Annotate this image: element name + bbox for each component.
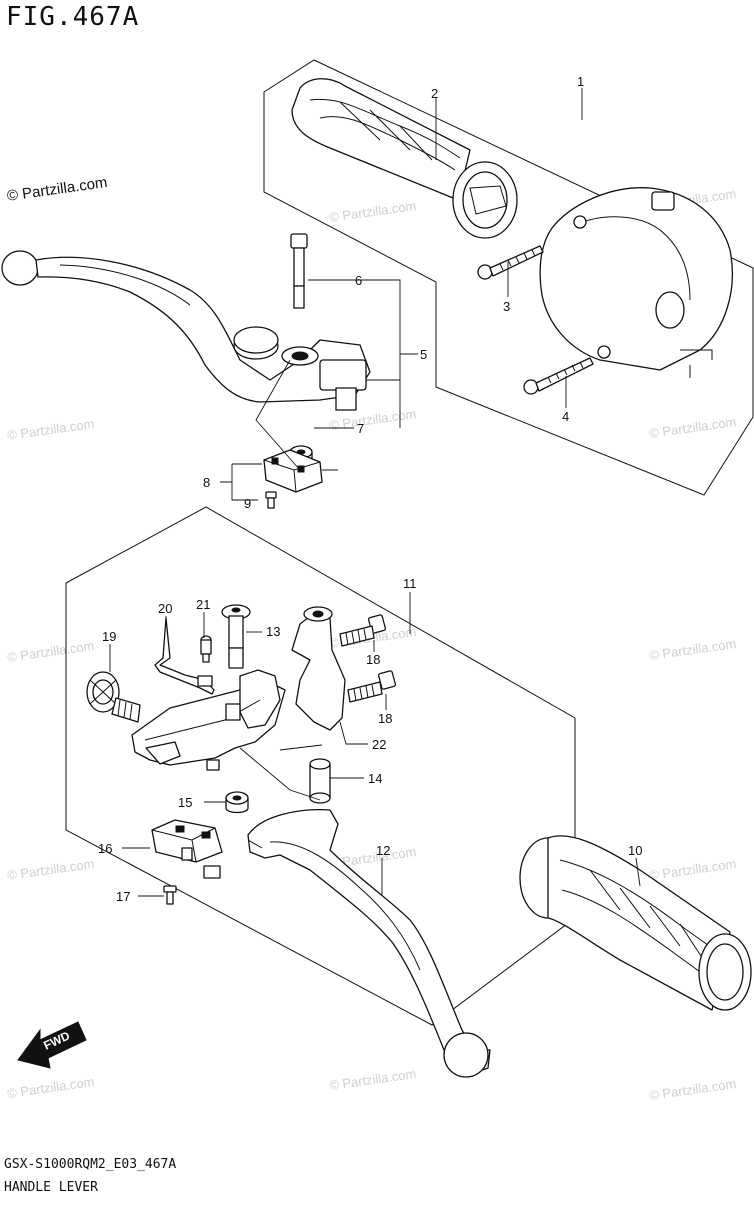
callout-21: 21: [196, 597, 210, 612]
leader-lines: [109, 88, 641, 897]
clamp-bolt-18a: [339, 614, 387, 647]
callout-5: 5: [420, 347, 427, 362]
callout-12: 12: [376, 843, 390, 858]
small-bolt-21: [200, 635, 212, 663]
pivot-bolt-6: [290, 233, 308, 309]
callout-2: 2: [431, 86, 438, 101]
watermark: © Partzilla.com: [6, 416, 95, 443]
callout-18a: 18: [366, 652, 380, 667]
clamp-bolt-18b: [347, 670, 397, 703]
watermark: © Partzilla.com: [6, 638, 95, 665]
brake-switch-8: [263, 449, 338, 493]
callout-13: 13: [266, 624, 280, 639]
callout-9: 9: [244, 496, 251, 511]
watermark: © Partzilla.com: [6, 1074, 95, 1101]
figure-subtitle: HANDLE LEVER: [4, 1180, 98, 1195]
callout-4: 4: [562, 409, 569, 424]
watermark: © Partzilla.com: [328, 1066, 417, 1093]
screw-3: [477, 245, 544, 280]
watermark: © Partzilla.com: [648, 636, 737, 663]
callout-17: 17: [116, 889, 130, 904]
callout-6: 6: [355, 273, 362, 288]
lever-body: [131, 669, 286, 771]
callout-1: 1: [577, 74, 584, 89]
callout-3: 3: [503, 299, 510, 314]
watermark: © Partzilla.com: [648, 414, 737, 441]
figure-title: FIG.467A: [6, 2, 140, 32]
callout-14: 14: [368, 771, 382, 786]
watermark: © Partzilla.com: [328, 198, 417, 225]
grip-left: [291, 78, 518, 239]
bracket-20: [154, 617, 215, 695]
callout-15: 15: [178, 795, 192, 810]
callout-11: 11: [403, 576, 417, 591]
grip-right: [519, 835, 752, 1011]
callout-18b: 18: [378, 711, 392, 726]
clutch-lever-12: [247, 809, 491, 1078]
collar-14: [309, 758, 331, 804]
watermark: © Partzilla.com: [648, 856, 737, 883]
callouts: 1 2 3 4 5 6 7 8 9 10 11 12 13 14 15 16 1…: [98, 74, 642, 904]
callout-10: 10: [628, 843, 642, 858]
switch-housing: [539, 187, 733, 378]
clutch-switch-16: [151, 819, 223, 879]
upper-lever: [1, 250, 371, 411]
callout-16: 16: [98, 841, 112, 856]
callout-19: 19: [102, 629, 116, 644]
screw-9: [265, 491, 277, 509]
clamp-22: [291, 606, 346, 731]
callout-22: 22: [372, 737, 386, 752]
pivot-bolt-13: [221, 604, 251, 669]
fwd-arrow: FWD: [17, 1021, 87, 1069]
callout-7: 7: [357, 421, 364, 436]
watermark: © Partzilla.com: [648, 1076, 737, 1103]
nut-15: [225, 791, 249, 814]
assembly-box-1: [263, 59, 754, 496]
adjuster-knob-19: [86, 671, 141, 723]
callout-8: 8: [203, 475, 210, 490]
screw-4: [523, 357, 594, 395]
callout-20: 20: [158, 601, 172, 616]
screw-17: [163, 885, 177, 905]
watermark: © Partzilla.com: [6, 856, 95, 883]
model-code: GSX-S1000RQM2_E03_467A: [4, 1157, 177, 1172]
